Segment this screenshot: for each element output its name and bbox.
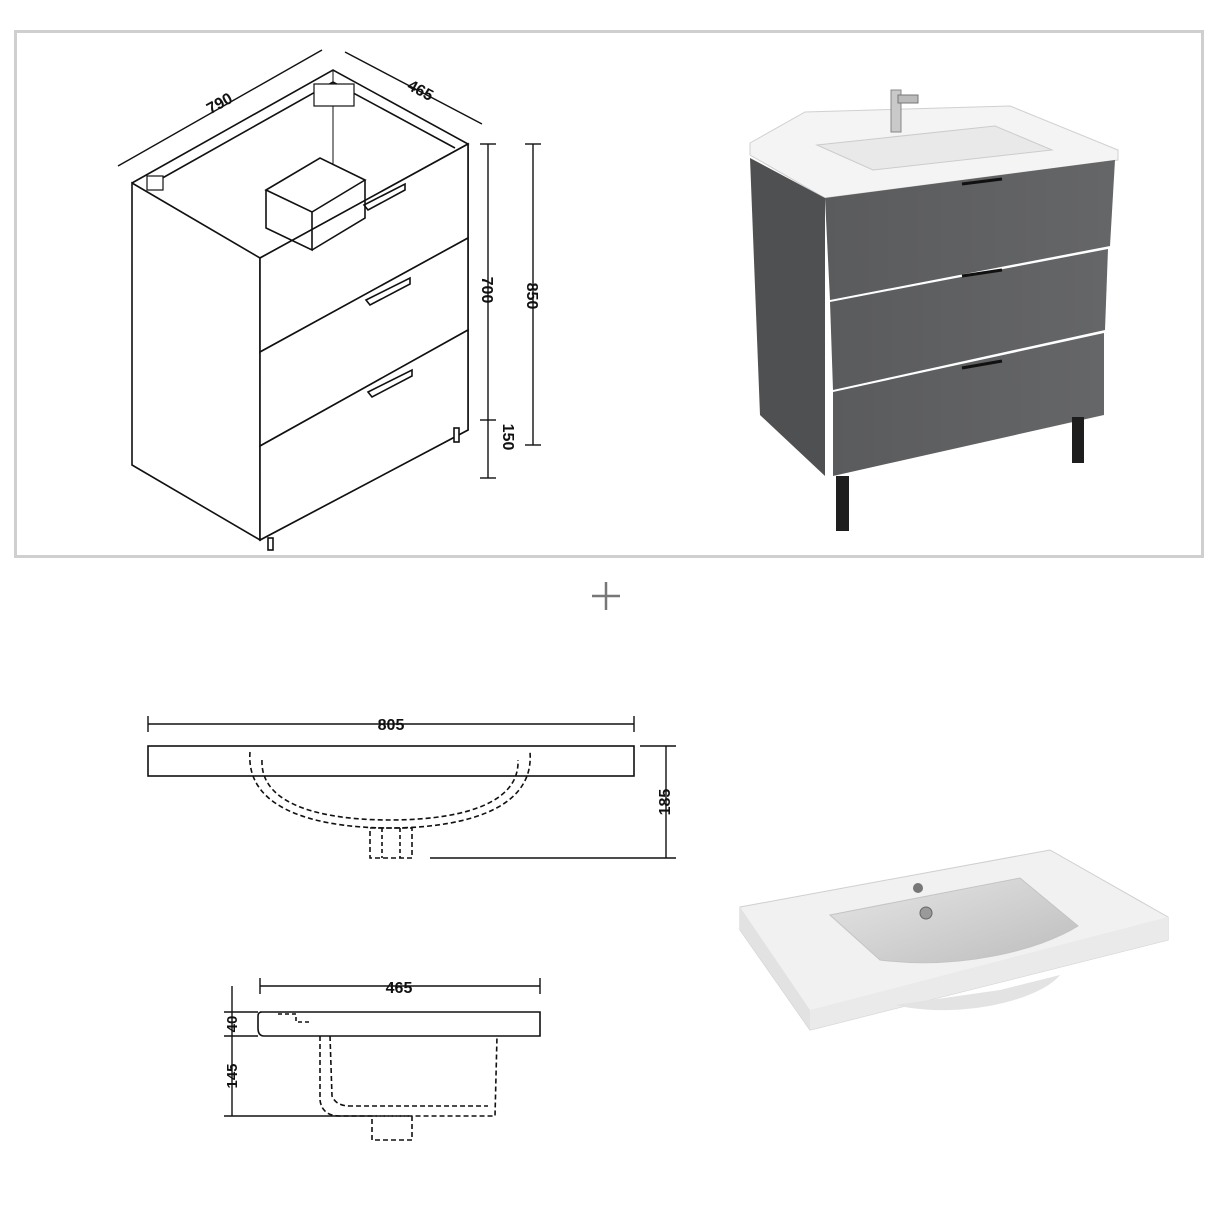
basin-side-drawing	[224, 978, 541, 1141]
basin-side-depth-label: 465	[386, 980, 413, 997]
basin-side-bowl-label: 145	[224, 1063, 241, 1088]
basin-front-width-label: 805	[378, 717, 405, 734]
cabinet-leg-height-label: 150	[499, 424, 516, 451]
basin-front-drawing	[147, 716, 676, 859]
cabinet-total-height-label: 850	[523, 283, 540, 310]
basin-front-height-label: 185	[657, 789, 674, 816]
cabinet-line-drawing	[117, 49, 541, 551]
basin-side-rim-label: 40	[224, 1016, 241, 1033]
basin-render	[739, 849, 1169, 1031]
plus-icon	[592, 582, 620, 610]
cabinet-depth-label: 465	[404, 77, 436, 105]
cabinet-body-height-label: 700	[478, 277, 495, 304]
cabinet-render	[749, 89, 1119, 531]
